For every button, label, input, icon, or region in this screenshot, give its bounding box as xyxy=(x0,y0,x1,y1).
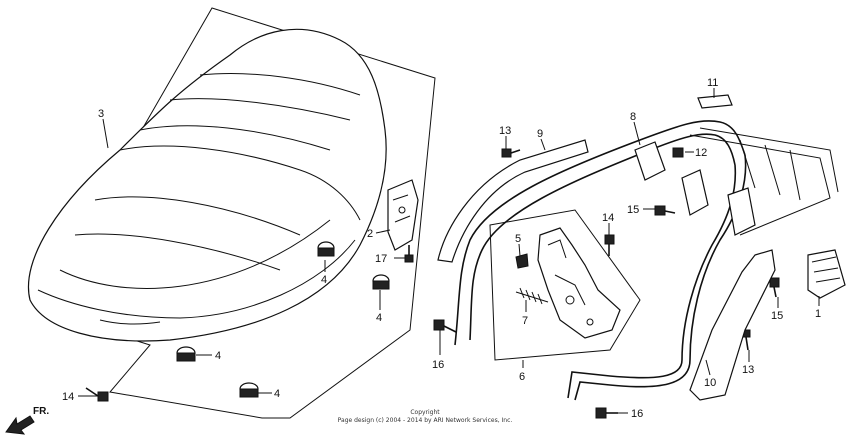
callout-1: 1 xyxy=(815,308,821,320)
cushion-part-4-b[interactable] xyxy=(372,274,390,290)
seat-part-3[interactable] xyxy=(28,28,387,342)
callout-11: 11 xyxy=(707,77,718,89)
callout-4-a: 4 xyxy=(321,274,327,286)
reflector-part-1[interactable] xyxy=(807,249,846,299)
callout-2: 2 xyxy=(367,228,373,240)
callout-4-d: 4 xyxy=(274,388,280,400)
grip-part-11[interactable] xyxy=(697,94,733,109)
grab-rail-part-8[interactable] xyxy=(454,120,839,401)
lock-group-border xyxy=(489,209,641,361)
callout-4-b: 4 xyxy=(376,312,382,324)
pin-part-5[interactable] xyxy=(515,253,529,269)
callout-16-b: 16 xyxy=(631,408,643,420)
bolt-part-12[interactable] xyxy=(672,147,684,158)
bolt-part-15-b[interactable] xyxy=(769,277,780,298)
callout-9: 9 xyxy=(537,128,543,140)
callout-13-b: 13 xyxy=(742,364,754,376)
callout-15-a: 15 xyxy=(627,204,639,216)
callout-12: 12 xyxy=(695,147,707,159)
callout-17: 17 xyxy=(375,253,387,265)
copyright-line-2: Page design (c) 2004 - 2014 by ARI Netwo… xyxy=(338,417,513,424)
front-label: FR. xyxy=(33,406,49,417)
bolt-part-13-a[interactable] xyxy=(501,148,521,158)
side-bracket-part-10[interactable] xyxy=(689,249,776,401)
cushion-part-4-a[interactable] xyxy=(317,241,335,257)
leader-lines xyxy=(78,88,820,414)
front-arrow-icon xyxy=(5,415,35,435)
callout-8: 8 xyxy=(630,111,636,123)
bolt-part-14-a[interactable] xyxy=(85,387,109,402)
callout-6: 6 xyxy=(519,371,525,383)
bolt-part-15-a[interactable] xyxy=(654,205,676,216)
callout-3: 3 xyxy=(98,108,104,120)
cushion-part-4-c[interactable] xyxy=(176,346,196,362)
bolt-part-16-b[interactable] xyxy=(595,407,618,419)
callout-10: 10 xyxy=(704,377,716,389)
callout-7: 7 xyxy=(522,315,528,327)
callout-4-c: 4 xyxy=(215,350,221,362)
callout-14-a: 14 xyxy=(62,391,74,403)
callout-14-b: 14 xyxy=(602,212,614,224)
seat-lock-part-6[interactable] xyxy=(537,227,621,339)
cushion-part-4-d[interactable] xyxy=(239,382,259,398)
bolt-part-16-a[interactable] xyxy=(433,319,457,333)
bolt-part-17[interactable] xyxy=(404,245,414,263)
copyright-line-1: Copyright xyxy=(410,409,440,416)
callout-16-a: 16 xyxy=(432,359,444,371)
callout-5: 5 xyxy=(515,233,521,245)
callout-13-a: 13 xyxy=(499,125,511,137)
callout-15-b: 15 xyxy=(771,310,783,322)
spring-part-7[interactable] xyxy=(515,287,549,305)
seat-bracket-part-2[interactable] xyxy=(387,179,419,251)
trim-strip-part-9[interactable] xyxy=(437,139,589,263)
